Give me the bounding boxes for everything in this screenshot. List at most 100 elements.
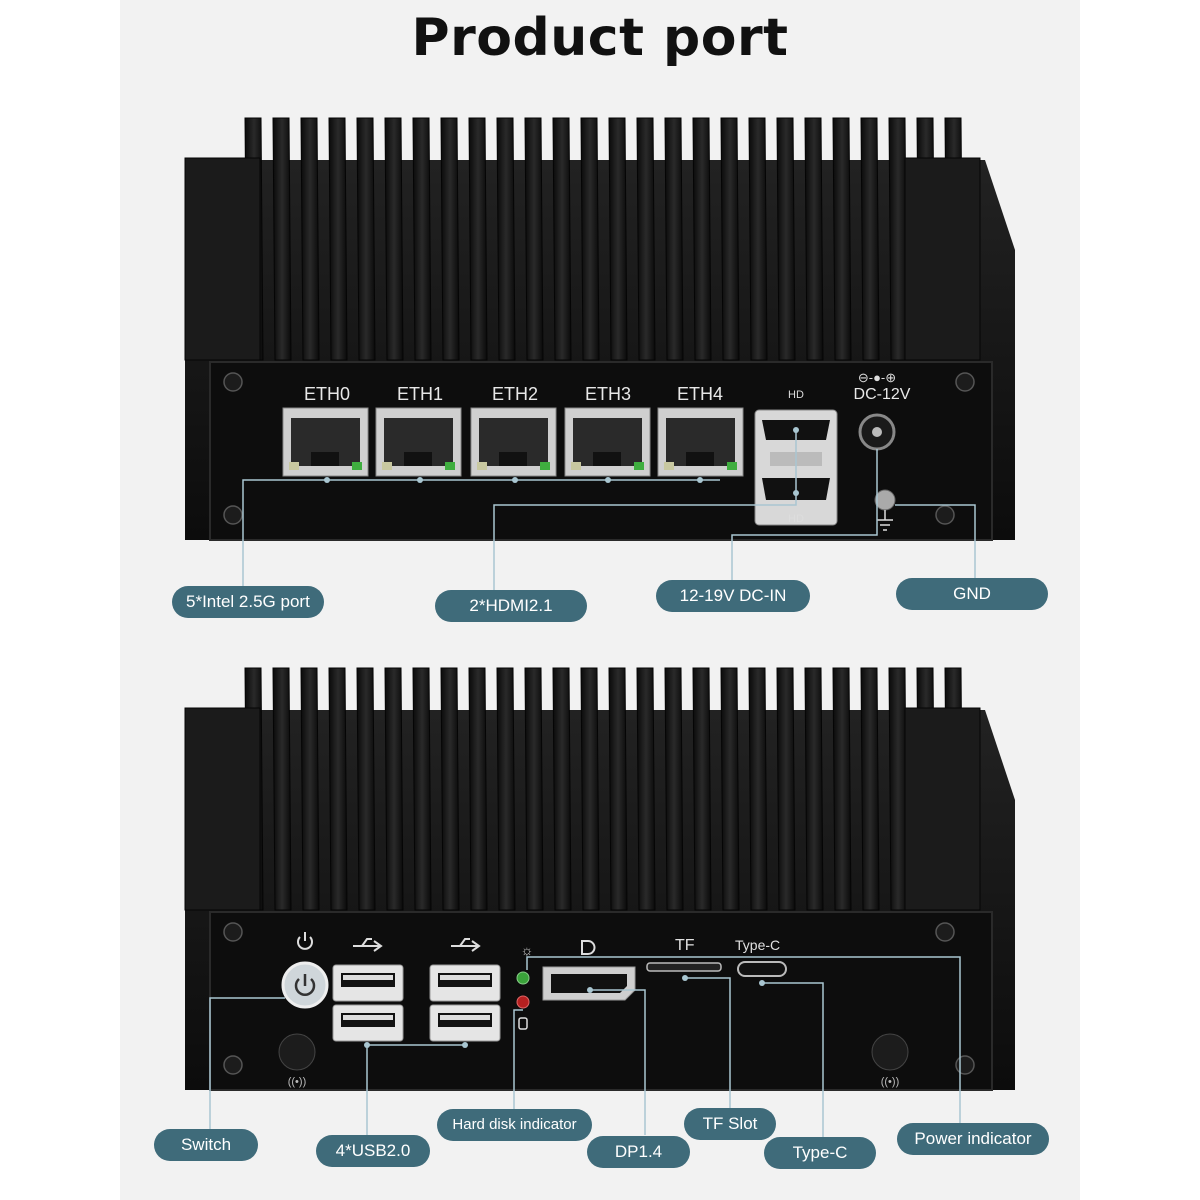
antenna-icon: ((•)) <box>881 1076 900 1088</box>
fin <box>888 117 908 361</box>
fin <box>636 117 656 361</box>
heatsink-fins-top-front <box>184 117 981 361</box>
fin <box>804 117 824 361</box>
usb-icon <box>353 938 383 952</box>
usb-icon <box>451 938 481 952</box>
bottom-device: ((•)) ((•)) ☼ <box>184 667 1015 1140</box>
fin <box>496 117 516 361</box>
fin <box>776 667 796 911</box>
callout-dots-bottom <box>364 975 765 1048</box>
usb-port <box>429 1004 501 1042</box>
fin <box>776 117 796 361</box>
fin <box>272 667 292 911</box>
hdmi-icon: HD <box>788 513 804 525</box>
fin <box>580 667 600 911</box>
fin <box>440 117 460 361</box>
callout-hdd-indicator: Hard disk indicator <box>437 1109 592 1141</box>
fin <box>468 667 488 911</box>
rj45-port <box>564 407 651 477</box>
fin <box>524 667 544 911</box>
fin <box>832 667 852 911</box>
fin <box>552 117 572 361</box>
fin <box>608 117 628 361</box>
type-c-port <box>737 961 787 977</box>
callout-lines-bottom <box>209 956 961 1140</box>
fin <box>300 667 320 911</box>
power-button <box>281 932 329 1009</box>
side-block <box>184 157 261 361</box>
usb-port <box>332 964 404 1002</box>
fin <box>720 667 740 911</box>
eth-label: ETH1 <box>396 384 443 404</box>
rj45-port <box>375 407 462 477</box>
usb-icons <box>353 938 481 952</box>
fin <box>384 117 404 361</box>
fin <box>496 667 516 911</box>
screws-top <box>223 372 975 525</box>
fin <box>664 117 684 361</box>
dc-label: DC-12V <box>853 386 911 403</box>
heatsink-fins-bottom-front <box>184 667 981 911</box>
side-block <box>184 707 261 911</box>
fin <box>832 117 852 361</box>
callout-usb: 4*USB2.0 <box>316 1135 430 1167</box>
fin <box>608 667 628 911</box>
ground-icon <box>874 489 896 531</box>
fin <box>692 117 712 361</box>
callout-dp: DP1.4 <box>587 1136 690 1168</box>
eth-label: ETH3 <box>584 384 631 404</box>
fin <box>720 117 740 361</box>
left-margin <box>0 0 120 1200</box>
fin <box>552 667 572 911</box>
page-title: Product port <box>411 8 789 68</box>
led-icon: ☼ <box>521 942 534 958</box>
usb-port <box>429 964 501 1002</box>
fin <box>580 117 600 361</box>
tf-slot <box>646 962 722 972</box>
fin <box>468 117 488 361</box>
dc-polarity-icon: ⊖-●-⊕ <box>858 370 896 385</box>
fin <box>328 667 348 911</box>
fin <box>860 667 880 911</box>
fin <box>636 667 656 911</box>
fin <box>356 117 376 361</box>
fin <box>860 117 880 361</box>
callout-dc-in: 12-19V DC-IN <box>656 580 810 612</box>
eth-label: ETH0 <box>303 384 350 404</box>
rj45-port <box>470 407 557 477</box>
rj45-port <box>282 407 369 477</box>
front-panel-bottom <box>209 911 993 1091</box>
fin <box>888 667 908 911</box>
antenna-icon: ((•)) <box>288 1076 307 1088</box>
callout-lines-top <box>242 430 976 600</box>
callout-type-c: Type-C <box>764 1137 876 1169</box>
side-block <box>904 157 981 361</box>
fin <box>384 667 404 911</box>
callout-switch: Switch <box>154 1129 258 1161</box>
fin <box>440 667 460 911</box>
right-margin <box>1080 0 1200 1200</box>
antenna-ports: ((•)) ((•)) <box>278 1033 909 1088</box>
fin <box>300 117 320 361</box>
rj45-port <box>657 407 744 477</box>
hdmi-icon: HD <box>788 389 804 401</box>
fin <box>412 117 432 361</box>
callout-tf-slot: TF Slot <box>684 1108 776 1140</box>
callout-hdmi: 2*HDMI2.1 <box>435 590 587 622</box>
power-icon <box>297 932 313 950</box>
fin <box>356 667 376 911</box>
callout-dots-top <box>324 427 799 496</box>
fin <box>328 117 348 361</box>
disk-icon <box>518 1017 528 1030</box>
eth-label: ETH2 <box>491 384 538 404</box>
fin <box>272 117 292 361</box>
tf-label: TF <box>675 937 695 954</box>
type-c-label: Type-C <box>735 937 781 953</box>
fin <box>748 667 768 911</box>
eth-label: ETH4 <box>676 384 723 404</box>
callout-gnd: GND <box>896 578 1048 610</box>
fin <box>692 667 712 911</box>
fin <box>412 667 432 911</box>
